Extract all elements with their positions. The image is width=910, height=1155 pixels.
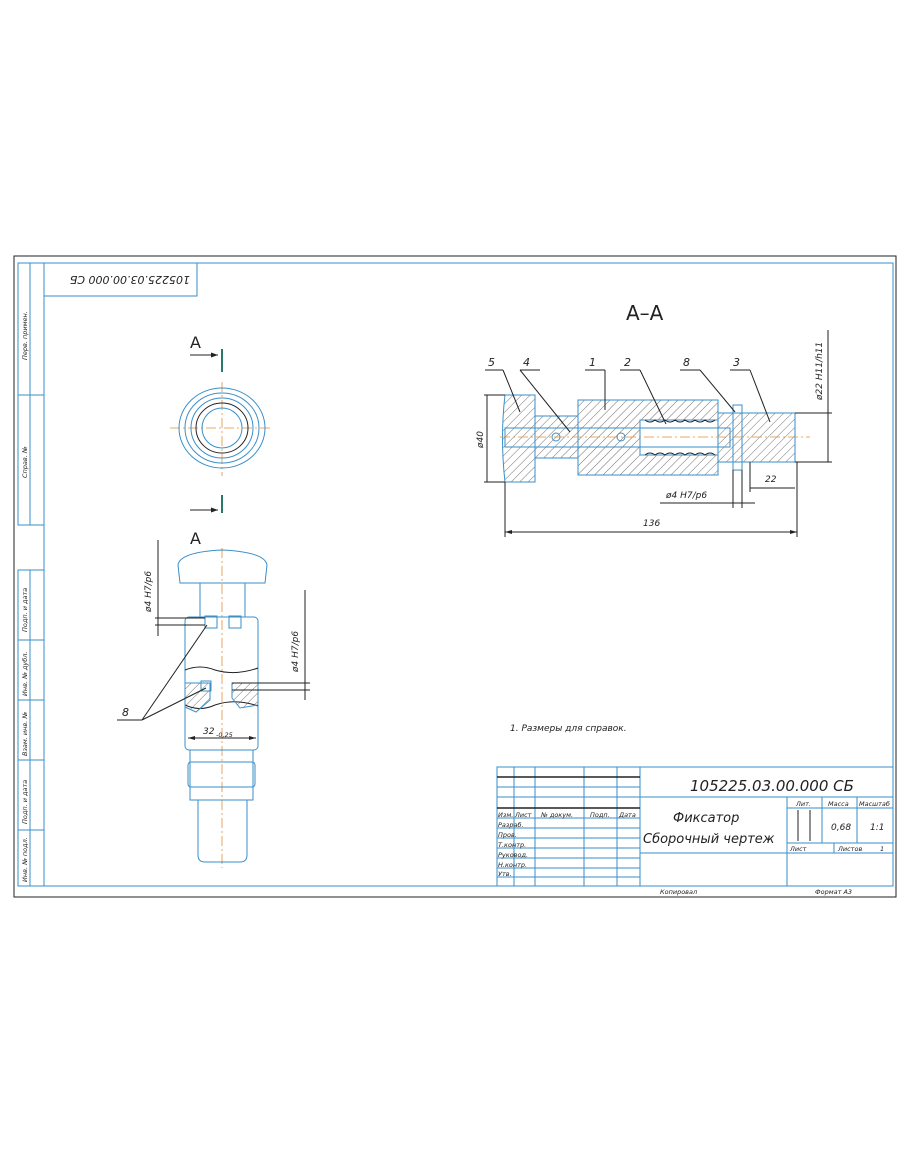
dim-d40: ø40 [476, 431, 486, 449]
end-view: А А [170, 333, 272, 548]
dim-d22: ø22 H11/h11 [815, 342, 825, 401]
strip-label: Перв. примен. [21, 311, 29, 360]
role-label: Пров. [498, 831, 517, 839]
part-label-1: 1 [589, 356, 596, 369]
leader-8-label: 8 [122, 706, 129, 719]
dim-32-tol: -0,25 [216, 731, 233, 739]
strip-label: Подп. и дата [21, 780, 29, 824]
lit-label: Лит. [795, 800, 811, 808]
sheet-border [13, 255, 897, 898]
scale-label: Масштаб [859, 800, 890, 808]
sheets-label: Листов [837, 845, 862, 853]
dim-d4-section: ø4 H7/p6 [665, 491, 707, 501]
part-label-4: 4 [523, 356, 530, 369]
note-text: 1. Размеры для справок. [510, 724, 627, 734]
dim-d4-upper: ø4 H7/p6 [144, 571, 154, 613]
part-label-3: 3 [733, 356, 740, 369]
section-view: А–А 5 4 1 2 8 3 ø40 ø22 H11/h11 22 [476, 301, 832, 537]
side-view: 32 -0,25 ø4 H7/p6 ø4 H7/p6 8 [117, 540, 310, 868]
role-label: Утв. [498, 870, 512, 878]
role-label: Руковод. [498, 851, 528, 859]
strip-label: Подп. и дата [21, 588, 29, 632]
strip-label: Взам. инв. № [21, 712, 29, 756]
header-list: Лист [514, 811, 532, 819]
dim-22: 22 [765, 475, 777, 485]
part-label-5: 5 [488, 356, 495, 369]
rotated-stamp-code: 105225.03.00.000 СБ [70, 273, 190, 286]
strip-label: Инв. № подл. [21, 837, 29, 882]
sheet-label: Лист [789, 845, 807, 853]
rotated-stamp [43, 262, 198, 297]
role-label: Н.контр. [498, 861, 527, 869]
mass-value: 0,68 [831, 823, 851, 833]
title-subtitle: Сборочный чертеж [643, 832, 775, 847]
sheets-value: 1 [880, 845, 884, 853]
dim-136: 136 [643, 519, 660, 529]
scale-value: 1:1 [870, 823, 884, 833]
header-doc: № докум. [540, 811, 573, 819]
format-label: Формат А3 [815, 888, 852, 896]
part-label-8: 8 [683, 356, 690, 369]
title-block: 105225.03.00.000 СБ Фиксатор Сборочный ч… [496, 766, 894, 896]
header-sign: Подп. [590, 811, 610, 819]
header-date: Дата [618, 811, 636, 819]
section-mark-top: А [190, 333, 201, 352]
part-label-2: 2 [624, 356, 631, 369]
strip-label: Справ. № [21, 446, 29, 478]
mass-label: Масса [828, 800, 849, 808]
section-mark-bottom: А [190, 529, 201, 548]
strip-label: Инв. № дубл. [21, 652, 29, 696]
title-code: 105225.03.00.000 СБ [690, 777, 854, 795]
section-title: А–А [626, 301, 664, 325]
title-name: Фиксатор [673, 811, 739, 826]
role-label: Разраб. [498, 821, 524, 829]
dim-d4-lower: ø4 H7/p6 [291, 631, 301, 673]
role-label: Т.контр. [498, 841, 526, 849]
header-izm: Изм. [498, 811, 513, 819]
side-strip: Перв. примен. Справ. № Подп. и дата Инв.… [17, 262, 45, 887]
dim-32: 32 [203, 727, 215, 737]
copied-label: Копировал [660, 888, 697, 896]
